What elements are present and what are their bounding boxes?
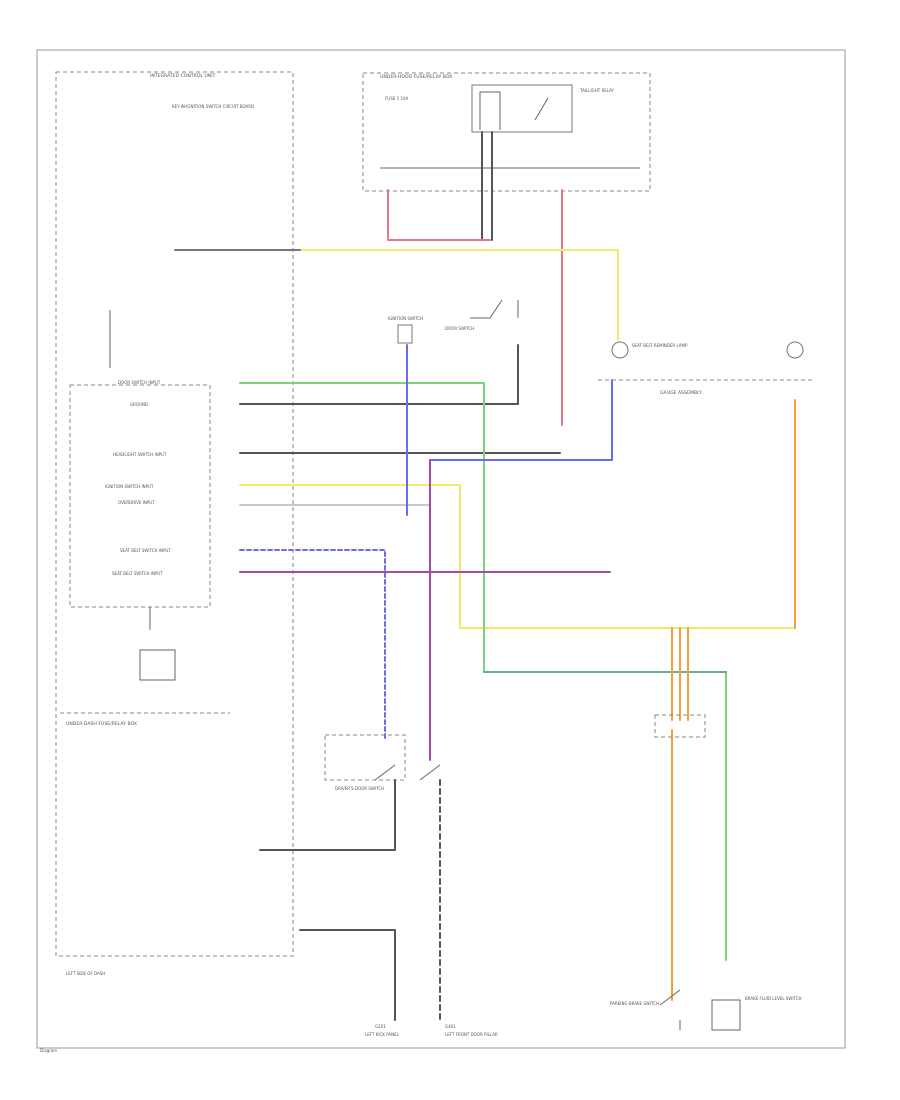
relay-pin-box bbox=[654, 714, 706, 738]
pin-label-5: OVERDRIVE INPUT bbox=[118, 500, 155, 505]
under-dash-box-title: UNDER-DASH FUSE/RELAY BOX bbox=[66, 721, 137, 727]
under-dash-box-sub: LEFT SIDE OF DASH bbox=[66, 971, 105, 976]
ground-label-2: G401 bbox=[445, 1024, 456, 1029]
driver-door-label: DRIVER'S DOOR SWITCH bbox=[335, 786, 384, 791]
driver-door-switch-box bbox=[324, 734, 406, 781]
integrated-control-unit-box bbox=[55, 71, 294, 957]
wire-purple bbox=[239, 459, 611, 761]
wire-yellow-main bbox=[299, 249, 619, 341]
brake-fluid-label: BRAKE FLUID LEVEL SWITCH bbox=[745, 996, 802, 1001]
fuse-box-title: UNDER-HOOD FUSE/RELAY BOX bbox=[380, 74, 452, 80]
control-unit-title: INTEGRATED CONTROL UNIT bbox=[150, 73, 216, 79]
pin-label-3: HEADLIGHT SWITCH INPUT bbox=[113, 452, 167, 457]
gauge-title: GAUGE ASSEMBLY bbox=[660, 390, 702, 396]
pin-label-1: DOOR SWITCH INPUT bbox=[118, 380, 161, 385]
brake-lamp-icon bbox=[786, 341, 804, 359]
relay-coil bbox=[479, 91, 549, 130]
pin-label-4: IGNITION SWITCH INPUT bbox=[105, 484, 154, 489]
ground-label-1: G201 bbox=[375, 1024, 386, 1029]
wire-yellow-ign bbox=[239, 399, 796, 629]
ground-label-1-loc: LEFT KICK PANEL bbox=[365, 1032, 400, 1037]
fuse-label: FUSE 1 10A bbox=[385, 96, 408, 101]
parking-brake-label: PARKING BRAKE SWITCH bbox=[610, 1001, 659, 1006]
wire-black-g2 bbox=[299, 929, 396, 1021]
pin-label-7: SEAT BELT SWITCH INPUT bbox=[112, 571, 163, 576]
wire-blue-right bbox=[429, 379, 613, 461]
pin-label-6: SEAT BELT SWITCH INPUT bbox=[120, 548, 171, 553]
footer-label: Diagram bbox=[40, 1048, 57, 1053]
relay-label: TAILLIGHT RELAY bbox=[579, 88, 615, 93]
seat-belt-lamp-icon bbox=[611, 341, 629, 359]
door-switch-label: DOOR SWITCH bbox=[445, 326, 474, 331]
relay-box bbox=[471, 84, 573, 133]
chip-ground-stub bbox=[139, 607, 176, 681]
parking-brake-switch-icon bbox=[659, 989, 681, 1030]
fuse-relay-box bbox=[362, 72, 651, 192]
chip-box bbox=[69, 384, 211, 608]
driver-door-switch-arm bbox=[374, 764, 441, 781]
ignition-switch-icon bbox=[397, 324, 413, 344]
seat-belt-lamp-label: SEAT BELT REMINDER LAMP bbox=[632, 343, 688, 348]
pin-label-2: GROUND bbox=[130, 402, 148, 407]
control-unit-note: KEY-IN-IGNITION SWITCH CIRCUIT BOARD bbox=[172, 104, 254, 109]
door-switch-icon bbox=[470, 299, 519, 319]
wire-black-g1 bbox=[259, 779, 396, 851]
wire-red-1 bbox=[387, 189, 491, 241]
page-frame bbox=[36, 49, 846, 1049]
wire-black-ground bbox=[239, 344, 519, 405]
ground-label-2-loc: LEFT FRONT DOOR PILLAR bbox=[445, 1032, 498, 1037]
brake-fluid-switch-icon bbox=[711, 999, 741, 1031]
ignition-switch-label: IGNITION SWITCH bbox=[388, 316, 423, 321]
wire-blue-seatbelt bbox=[239, 549, 386, 741]
